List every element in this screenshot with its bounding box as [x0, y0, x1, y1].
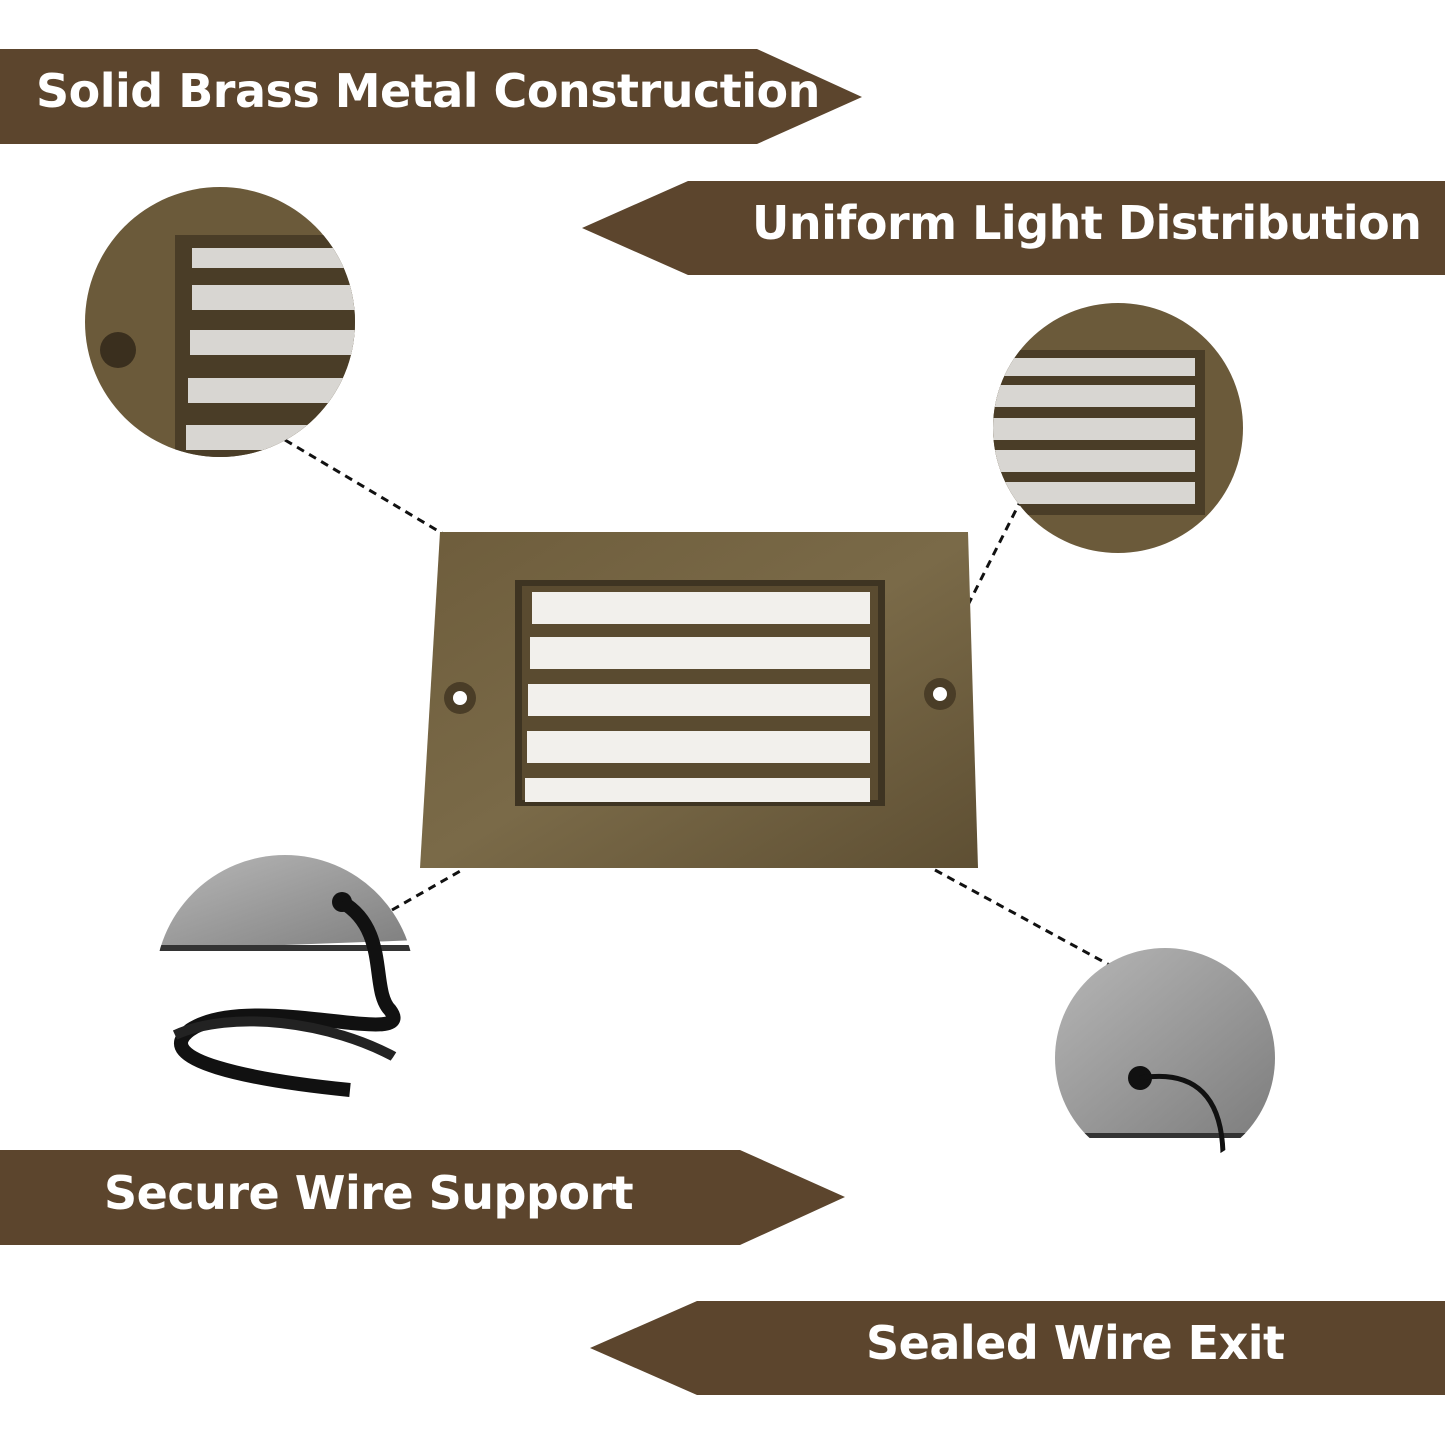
detail-grille-left — [85, 187, 355, 457]
banner-label-solid-brass: Solid Brass Metal Construction — [36, 64, 820, 118]
detail-grille-right — [993, 303, 1243, 553]
banner-label-sealed-wire: Sealed Wire Exit — [866, 1316, 1285, 1370]
step-light-product — [420, 532, 978, 868]
banner-uniform-light — [582, 181, 1445, 275]
banner-label-uniform-light: Uniform Light Distribution — [752, 196, 1422, 250]
connector-lines — [284, 438, 1116, 970]
detail-wire-support — [155, 855, 415, 1097]
banner-label-secure-wire: Secure Wire Support — [104, 1166, 634, 1220]
banner-sealed-wire — [590, 1301, 1445, 1395]
banner-solid-brass — [0, 49, 862, 144]
banner-secure-wire — [0, 1150, 845, 1245]
detail-sealed-wire-exit — [1055, 948, 1275, 1168]
